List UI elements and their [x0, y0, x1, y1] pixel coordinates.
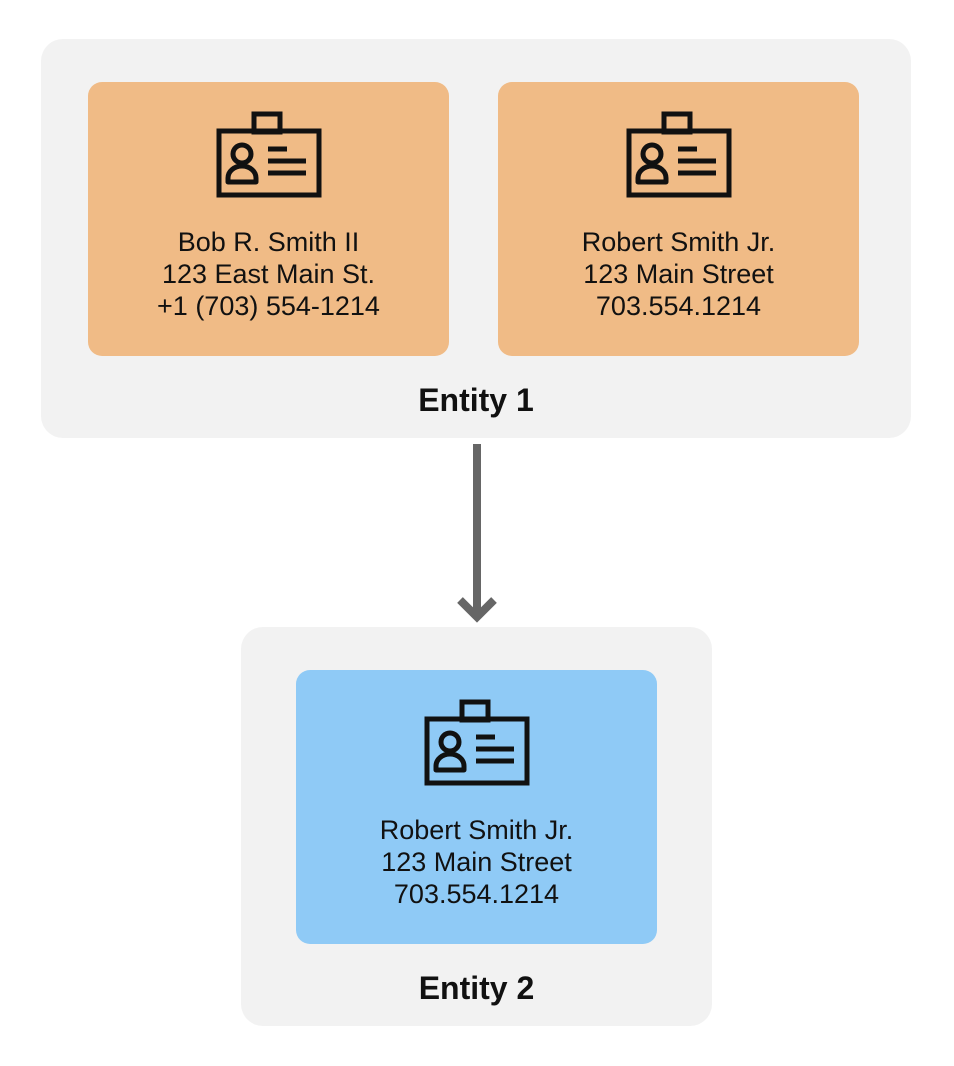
record-address: 123 Main Street — [381, 847, 572, 877]
record-name: Bob R. Smith II — [177, 227, 360, 257]
record-name: Robert Smith Jr. — [379, 815, 574, 845]
record-phone: +1 (703) 554-1214 — [157, 291, 380, 321]
id-badge-icon — [626, 111, 731, 198]
record-address: 123 Main Street — [583, 259, 774, 289]
record-name: Robert Smith Jr. — [581, 227, 776, 257]
entity-label: Entity 2 — [418, 970, 535, 1006]
record-card[interactable]: Robert Smith Jr. 123 Main Street 703.554… — [498, 82, 859, 356]
entity-label: Entity 1 — [418, 382, 534, 418]
entity-group-2: Robert Smith Jr. 123 Main Street 703.554… — [241, 627, 712, 1026]
entity-group-1: Bob R. Smith II 123 East Main St. +1 (70… — [41, 39, 911, 438]
arrow-down-icon — [457, 444, 497, 623]
record-phone: 703.554.1214 — [595, 291, 762, 321]
id-badge-icon — [216, 111, 321, 198]
id-badge-icon — [424, 699, 529, 786]
record-phone: 703.554.1214 — [393, 879, 560, 909]
record-address: 123 East Main St. — [161, 259, 376, 289]
record-card[interactable]: Robert Smith Jr. 123 Main Street 703.554… — [296, 670, 657, 944]
record-card[interactable]: Bob R. Smith II 123 East Main St. +1 (70… — [88, 82, 449, 356]
